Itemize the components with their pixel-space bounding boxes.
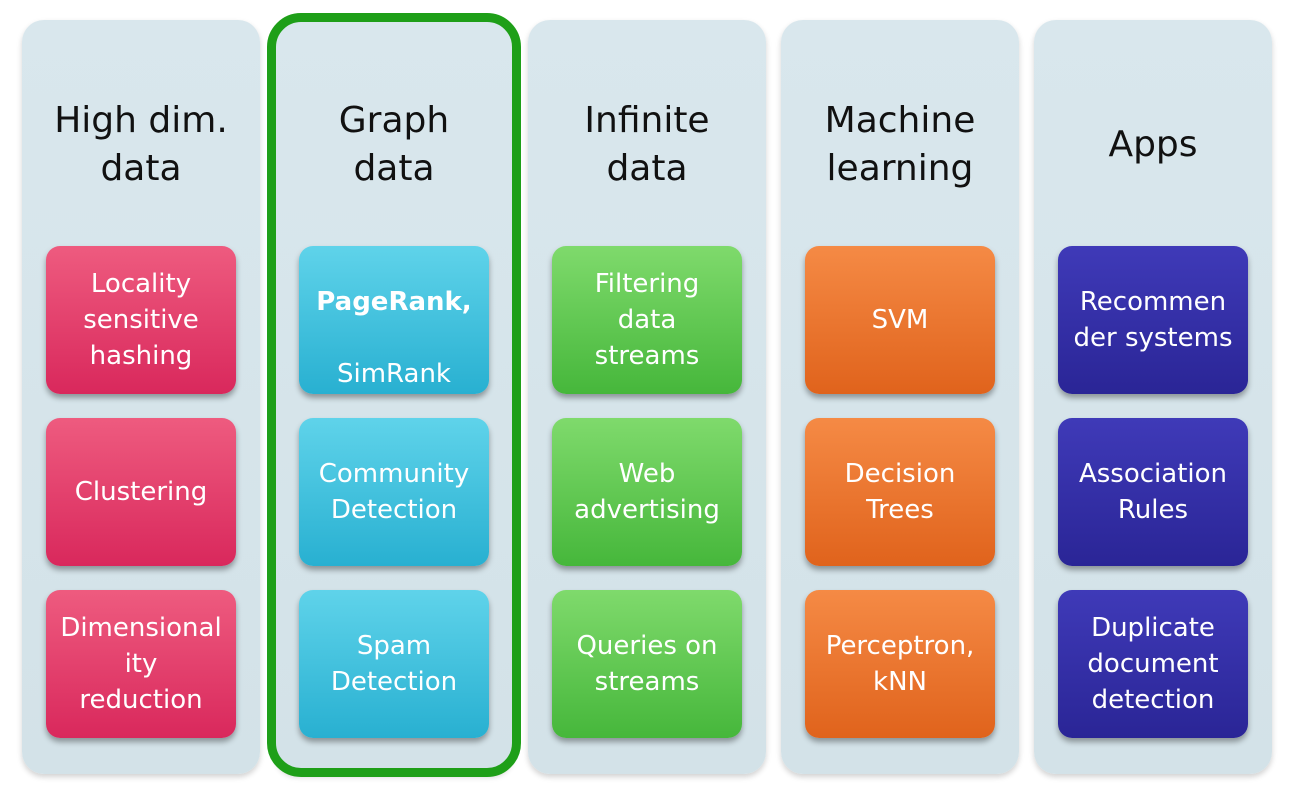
tile-queries-on-streams: Queries on streams xyxy=(552,590,742,738)
tile-community-detection: Community Detection xyxy=(299,418,489,566)
column-title-machine-learning: Machine learning xyxy=(824,100,976,189)
column-graph-data: Graph data PageRank, SimRank Community D… xyxy=(275,20,513,774)
tile-pagerank-simrank: PageRank, SimRank xyxy=(299,246,489,394)
tile-filtering-data-streams: Filtering data streams xyxy=(552,246,742,394)
column-title-graph: Graph data xyxy=(338,100,450,189)
column-machine-learning: Machine learning SVM Decision Trees Perc… xyxy=(781,20,1019,774)
column-title-apps: Apps xyxy=(1108,124,1198,165)
tile-locality-sensitive-hashing: Locality sensitive hashing xyxy=(46,246,236,394)
tile-dimensionality-reduction: Dimensional ity reduction xyxy=(46,590,236,738)
tile-recommender-systems: Recommen der systems xyxy=(1058,246,1248,394)
tile-spam-detection: Spam Detection xyxy=(299,590,489,738)
column-infinite-data: Infinite data Filtering data streams Web… xyxy=(528,20,766,774)
tile-web-advertising: Web advertising xyxy=(552,418,742,566)
column-title-high-dim: High dim. data xyxy=(54,100,228,189)
tile-association-rules: Association Rules xyxy=(1058,418,1248,566)
tile-pagerank-label: PageRank, xyxy=(316,287,472,317)
tile-perceptron-knn: Perceptron, kNN xyxy=(805,590,995,738)
tile-duplicate-document-detection: Duplicate document detection xyxy=(1058,590,1248,738)
tile-svm: SVM xyxy=(805,246,995,394)
column-apps: Apps Recommen der systems Association Ru… xyxy=(1034,20,1272,774)
column-high-dim-data: High dim. data Locality sensitive hashin… xyxy=(22,20,260,774)
column-title-infinite: Infinite data xyxy=(584,100,710,189)
tile-simrank-label: SimRank xyxy=(336,359,451,389)
tile-decision-trees: Decision Trees xyxy=(805,418,995,566)
tile-clustering: Clustering xyxy=(46,418,236,566)
